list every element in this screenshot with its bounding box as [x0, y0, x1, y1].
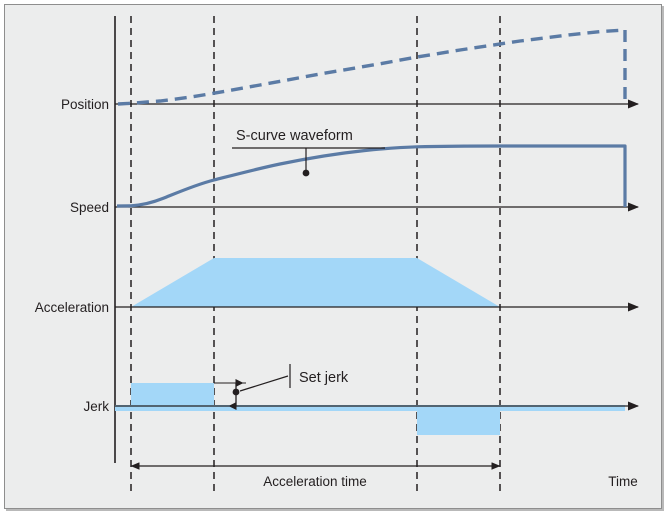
set-jerk-annotation-leader [239, 375, 289, 392]
jerk-block-negative [417, 407, 500, 435]
speed-plot-group [115, 144, 639, 212]
axis-label-position: Position [61, 97, 109, 112]
set-jerk-annotation-label: Set jerk [299, 370, 349, 386]
jerk-block-positive [131, 383, 214, 406]
position-plot-group [115, 28, 639, 109]
acceleration-trapezoid [131, 258, 500, 307]
s-curve-annotation-dot [302, 169, 310, 177]
position-curve [117, 28, 626, 106]
figure-panel [4, 4, 662, 509]
jerk-band-group [115, 383, 625, 435]
annotation-set-jerk: Set jerk [214, 364, 349, 410]
acceleration-time-label: Acceleration time [263, 474, 367, 489]
axis-label-acceleration: Acceleration [35, 300, 109, 315]
annotation-s-curve-waveform: S-curve waveform [232, 128, 385, 177]
speed-curve [116, 144, 627, 208]
jerk-flat-segment [115, 405, 625, 411]
s-curve-annotation-label: S-curve waveform [236, 128, 353, 144]
acceleration-band-group [131, 258, 500, 307]
axis-label-speed: Speed [70, 200, 109, 215]
axis-label-jerk: Jerk [83, 399, 109, 414]
axis-label-time: Time [608, 474, 638, 489]
annotation-acceleration-time: Acceleration time [130, 462, 501, 489]
